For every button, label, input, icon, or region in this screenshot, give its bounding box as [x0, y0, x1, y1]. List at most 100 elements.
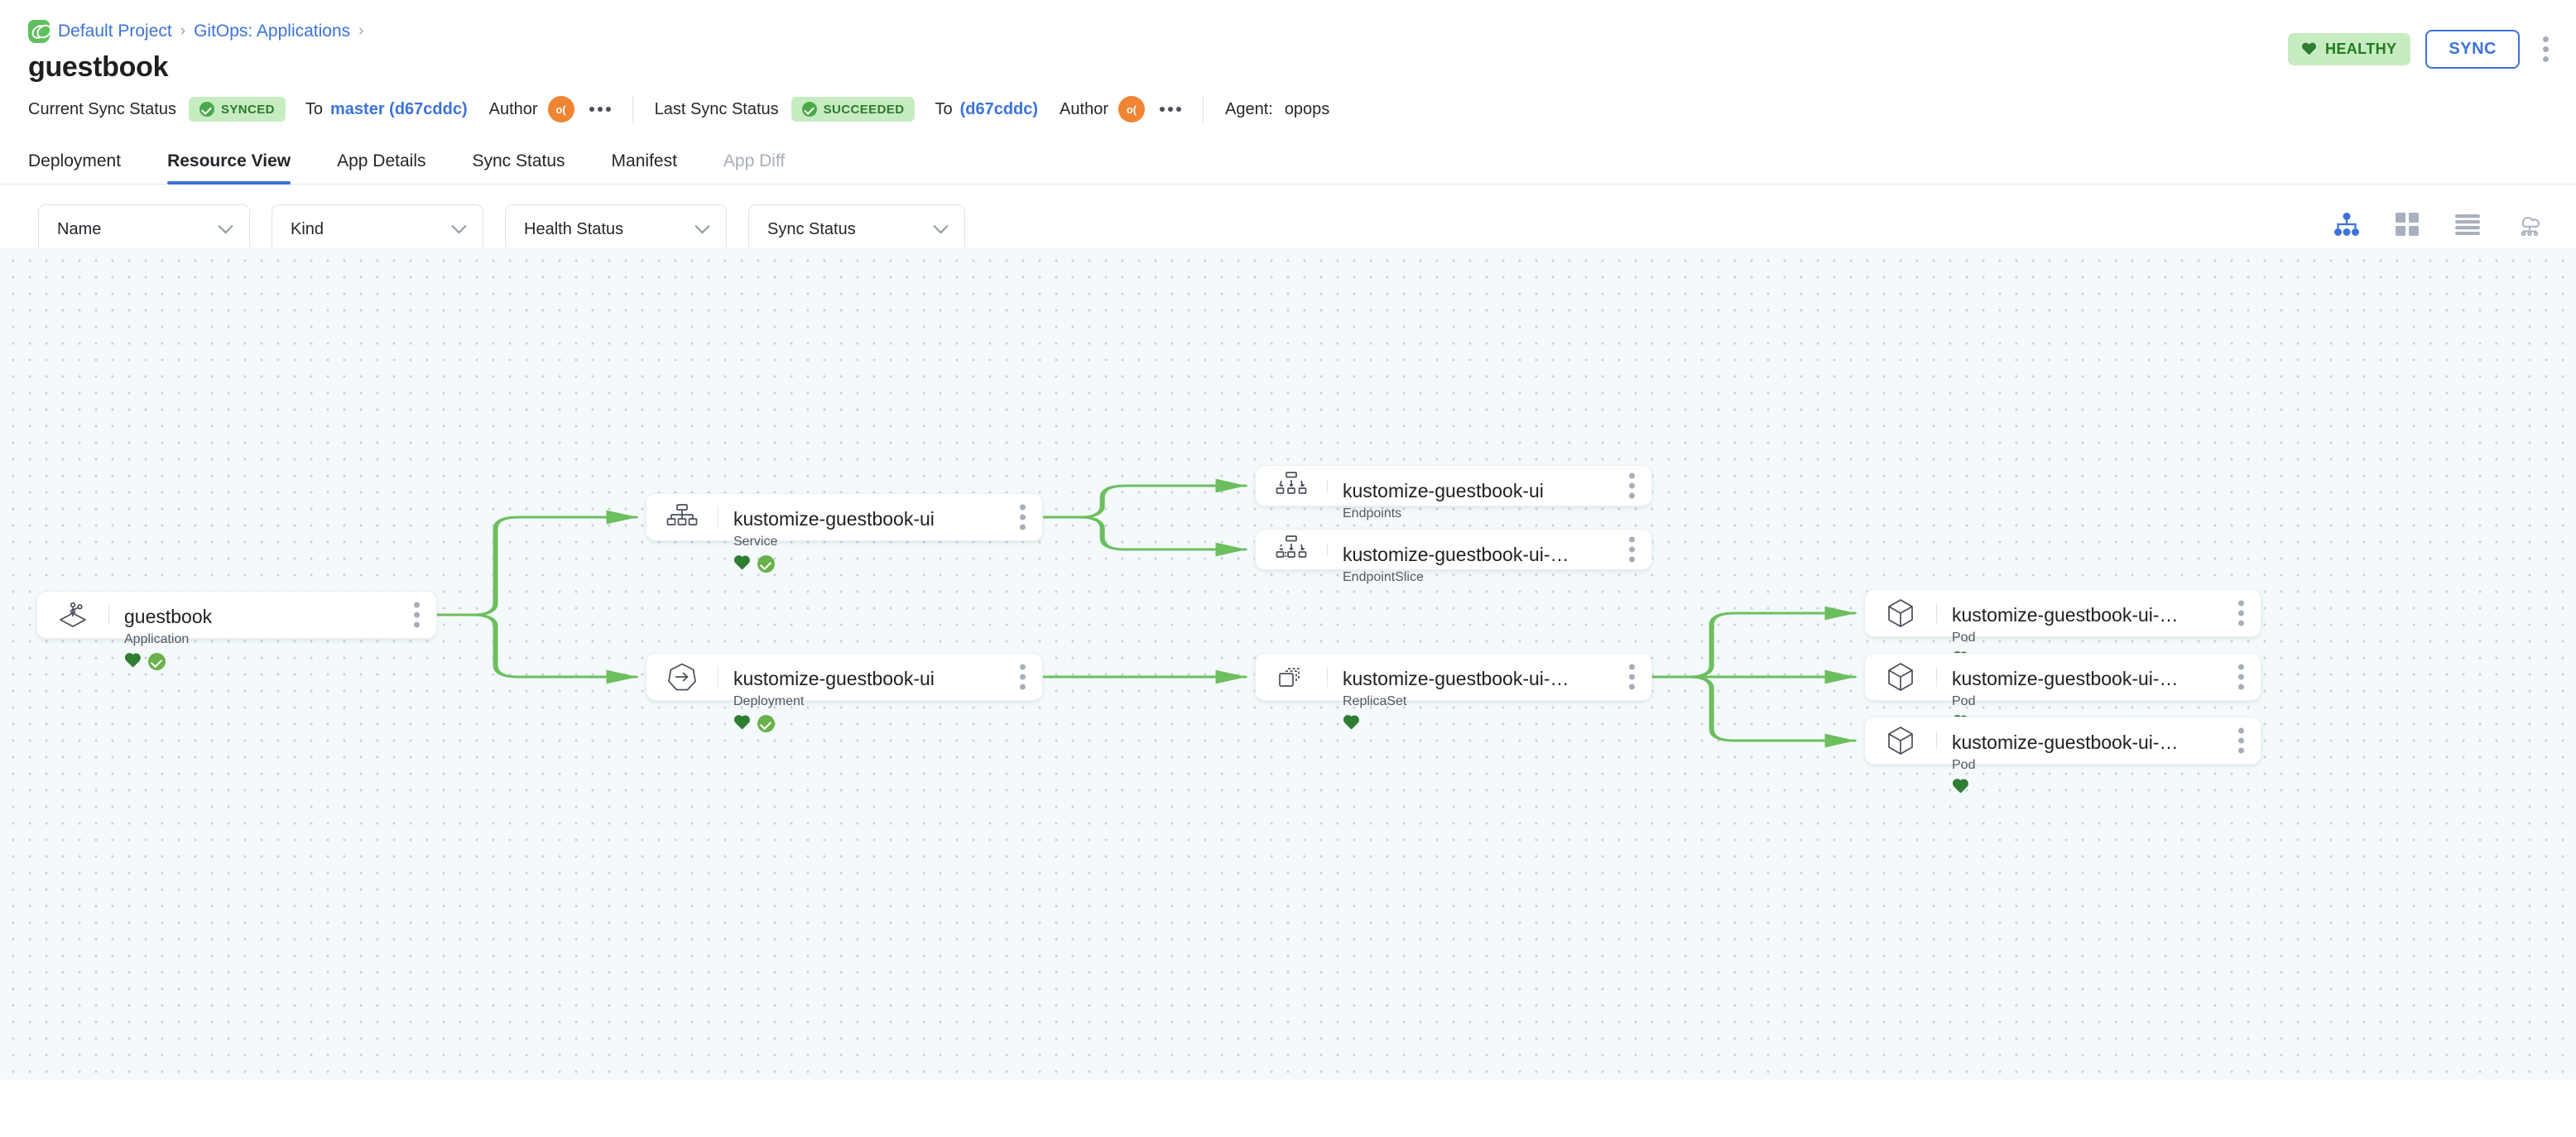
chevron-down-icon: [451, 218, 467, 233]
current-sync-status-label: Current Sync Status: [28, 99, 176, 118]
graph-node-pod[interactable]: kustomize-guestbook-ui-…Pod: [1864, 653, 2261, 708]
node-title: kustomize-guestbook-ui: [1343, 480, 1544, 501]
view-toggle-group: [2334, 213, 2543, 236]
node-badges: [124, 653, 436, 671]
check-circle-icon: [199, 102, 214, 117]
divider: [1202, 95, 1204, 123]
graph-node-pod[interactable]: kustomize-guestbook-ui-…Pod: [1864, 717, 2261, 772]
node-menu-icon[interactable]: [411, 599, 423, 631]
chevron-down-icon: [218, 218, 233, 233]
node-body: kustomize-guestbook-ui-…Pod: [1937, 717, 2261, 772]
tab-label: Manifest: [611, 151, 677, 170]
node-kind: Deployment: [733, 693, 805, 708]
breadcrumb: Default Project › GitOps: Applications ›: [28, 18, 2548, 45]
divider: [632, 95, 633, 123]
tab-sync-status[interactable]: Sync Status: [449, 151, 588, 184]
node-divider: [1936, 603, 1937, 623]
node-menu-icon[interactable]: [1626, 661, 1638, 693]
graph-node-pod[interactable]: kustomize-guestbook-ui-…Pod: [1864, 589, 2261, 645]
tab-label: App Details: [337, 151, 426, 170]
node-title: kustomize-guestbook-ui-…: [1952, 604, 2179, 626]
node-divider: [1936, 731, 1937, 751]
node-kind: Service: [733, 534, 778, 549]
page-header: Default Project › GitOps: Applications ›…: [0, 0, 2576, 84]
last-revision-link[interactable]: (d67cddc): [959, 99, 1039, 118]
pod-icon: [1865, 654, 1936, 700]
graph-edge: [1040, 516, 1247, 557]
agent-value: opops: [1284, 99, 1330, 118]
filter-sync-status[interactable]: Sync Status: [748, 204, 965, 254]
filter-kind[interactable]: Kind: [272, 204, 483, 254]
filter-name[interactable]: Name: [38, 204, 250, 254]
breadcrumb-item-gitops-applications[interactable]: GitOps: Applications: [194, 22, 351, 41]
grid-view-icon[interactable]: [2396, 213, 2419, 236]
last-sync-status-label: Last Sync Status: [654, 99, 779, 118]
kebab-horizontal-icon[interactable]: [1159, 107, 1181, 112]
resource-toolbar: Name Kind Health Status Sync Status: [0, 185, 2576, 254]
node-menu-icon[interactable]: [2235, 597, 2247, 630]
node-menu-icon[interactable]: [2235, 725, 2247, 757]
tab-label: Resource View: [167, 151, 291, 170]
tab-label: Deployment: [28, 151, 122, 170]
node-title: kustomize-guestbook-ui-…: [1343, 544, 1569, 565]
graph-node-endpointslice[interactable]: kustomize-guestbook-ui-… EndpointSlice: [1255, 529, 1652, 584]
node-menu-icon[interactable]: [1016, 501, 1029, 534]
filter-label: Sync Status: [767, 219, 856, 238]
node-title: kustomize-guestbook-ui: [733, 508, 935, 530]
node-title: guestbook: [124, 606, 213, 627]
node-divider: [1327, 543, 1328, 556]
service-icon: [646, 494, 718, 540]
node-badges: [733, 715, 1042, 733]
sync-button[interactable]: SYNC: [2425, 30, 2520, 69]
node-divider: [108, 605, 109, 625]
deployment-icon: [646, 654, 718, 700]
graph-node-replicaset[interactable]: kustomize-guestbook-ui-…ReplicaSet: [1255, 653, 1652, 708]
gitops-logo-icon: [28, 20, 50, 43]
replicaset-icon: [1256, 654, 1327, 700]
node-menu-icon[interactable]: [1016, 661, 1029, 693]
tab-deployment[interactable]: Deployment: [28, 151, 144, 184]
breadcrumb-separator: ›: [358, 22, 364, 40]
filter-group: Name Kind Health Status Sync Status: [0, 204, 2576, 254]
network-view-icon[interactable]: [2516, 213, 2543, 236]
current-revision-link[interactable]: master (d67cddc): [330, 99, 468, 118]
sync-check-icon: [148, 653, 166, 671]
last-sync-status-value: SUCCEEDED: [823, 102, 905, 117]
node-menu-icon[interactable]: [2235, 661, 2247, 693]
application-icon: [37, 592, 108, 638]
node-kind: EndpointSlice: [1343, 569, 1424, 584]
node-kind: Endpoints: [1343, 506, 1402, 521]
sync-check-icon: [757, 715, 775, 733]
node-body: kustomize-guestbook-ui-… EndpointSlice: [1328, 530, 1651, 584]
tab-app-details[interactable]: App Details: [314, 151, 449, 184]
tab-manifest[interactable]: Manifest: [589, 151, 700, 184]
kebab-menu-icon[interactable]: [2535, 36, 2556, 64]
node-menu-icon[interactable]: [1626, 470, 1638, 502]
tab-resource-view[interactable]: Resource View: [144, 151, 314, 185]
node-menu-icon[interactable]: [1626, 534, 1638, 566]
breadcrumb-item-default-project[interactable]: Default Project: [58, 22, 172, 41]
tab-bar: Deployment Resource View App Details Sync S…: [0, 137, 2576, 185]
node-kind: Application: [124, 631, 190, 646]
tab-app-diff[interactable]: App Diff: [700, 151, 808, 184]
tree-view-icon[interactable]: [2334, 213, 2359, 236]
node-divider: [1327, 667, 1328, 687]
filter-health-status[interactable]: Health Status: [505, 204, 727, 254]
app-health-label: HEALTHY: [2324, 41, 2397, 57]
kebab-horizontal-icon[interactable]: [589, 107, 611, 112]
pod-icon: [1865, 717, 1936, 764]
chevron-down-icon: [933, 218, 949, 233]
endpoints-icon: [1256, 466, 1327, 506]
list-view-icon[interactable]: [2455, 213, 2480, 235]
heart-icon: [2302, 43, 2316, 56]
node-body: kustomize-guestbook-ui-…Pod: [1937, 654, 2261, 708]
